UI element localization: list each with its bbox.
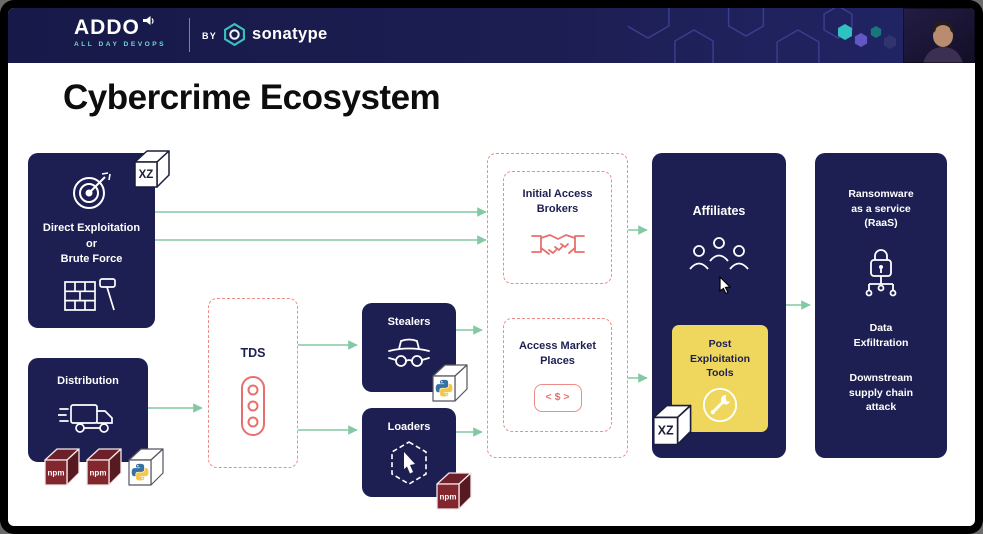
- downstream-attack-label: Downstream supply chain attack: [848, 372, 914, 414]
- by-label: BY: [202, 31, 217, 41]
- addo-logo-text: ADDO: [74, 16, 140, 39]
- broker-market-group: [487, 153, 628, 458]
- npm-label: npm: [440, 493, 457, 502]
- tools-wrench-icon: [702, 387, 738, 423]
- distribution-label: Distribution: [57, 375, 119, 387]
- initial-access-brokers-label: Initial Access Brokers: [522, 188, 593, 216]
- node-direct-exploitation: Direct Exploitation or Brute Force: [28, 153, 155, 328]
- mouse-cursor: [719, 276, 732, 294]
- npm-package-icon: npm: [436, 472, 472, 510]
- spy-hat-glasses-icon: [388, 338, 430, 368]
- python-package-icon: [432, 364, 468, 402]
- xz-package-icon: XZ: [652, 404, 692, 446]
- tds-label: TDS: [240, 346, 266, 360]
- python-logo: [131, 463, 149, 481]
- webcam-thumbnail: [902, 8, 975, 63]
- flow-arrows: [148, 207, 811, 437]
- hexagon-cluster-decoration: [838, 24, 897, 49]
- delivery-truck-icon: [58, 404, 113, 434]
- target-dart-icon: [72, 172, 111, 209]
- data-exfiltration-label: Data Exfiltration: [853, 322, 909, 349]
- traffic-light-icon: [241, 375, 265, 436]
- xz-package-icon: XZ: [134, 150, 170, 188]
- node-initial-access-brokers: Initial Access Brokers: [503, 171, 612, 284]
- xz-label: XZ: [139, 169, 154, 181]
- sonatype-logo: sonatype: [224, 23, 328, 46]
- hexagon-cursor-icon: [391, 441, 427, 486]
- python-logo: [435, 379, 453, 397]
- npm-label: npm: [48, 469, 65, 478]
- brick-wall-hammer-icon: [63, 278, 116, 311]
- presenter-avatar: [902, 8, 975, 63]
- raas-label: Ransomware as a service (RaaS): [848, 188, 914, 230]
- sonatype-hexagon-icon: [224, 23, 245, 46]
- header-divider: [189, 18, 190, 52]
- megaphone-icon: [142, 16, 154, 25]
- access-market-places-label: Access Market Places: [518, 340, 597, 368]
- loaders-label: Loaders: [387, 421, 431, 433]
- npm-label: npm: [90, 469, 107, 478]
- addo-logo-subtitle: ALL DAY DEVOPS: [74, 41, 167, 48]
- xz-label: XZ: [658, 424, 674, 438]
- people-group-icon: [689, 236, 749, 270]
- hexagon-pattern-decoration: [628, 8, 853, 63]
- header-bar: ADDO ALL DAY DEVOPS BY sonatype: [8, 8, 975, 63]
- node-distribution: Distribution: [28, 358, 148, 462]
- node-tds: TDS: [208, 298, 298, 468]
- npm-package-icon: npm: [86, 448, 122, 486]
- page-title: Cybercrime Ecosystem: [63, 78, 441, 117]
- node-access-market-places: Access Market Places < $ >: [503, 318, 612, 432]
- stealers-label: Stealers: [387, 316, 431, 328]
- lock-circuit-icon: [865, 249, 897, 297]
- python-package-icon: [128, 448, 164, 486]
- slide: ADDO ALL DAY DEVOPS BY sonatype: [8, 8, 975, 526]
- dollar-code-icon: < $ >: [533, 383, 582, 412]
- npm-package-icon: npm: [44, 448, 80, 486]
- node-ransomware-as-a-service: Ransomware as a service (RaaS) Data Exfi…: [815, 153, 947, 458]
- affiliates-label: Affiliates: [692, 204, 746, 218]
- addo-logo: ADDO ALL DAY DEVOPS: [74, 16, 167, 48]
- post-exploitation-label: Post Exploitation Tools: [689, 338, 751, 380]
- handshake-icon: [530, 233, 585, 255]
- direct-exploitation-label: Direct Exploitation or Brute Force: [42, 222, 141, 266]
- sonatype-logo-text: sonatype: [252, 25, 328, 43]
